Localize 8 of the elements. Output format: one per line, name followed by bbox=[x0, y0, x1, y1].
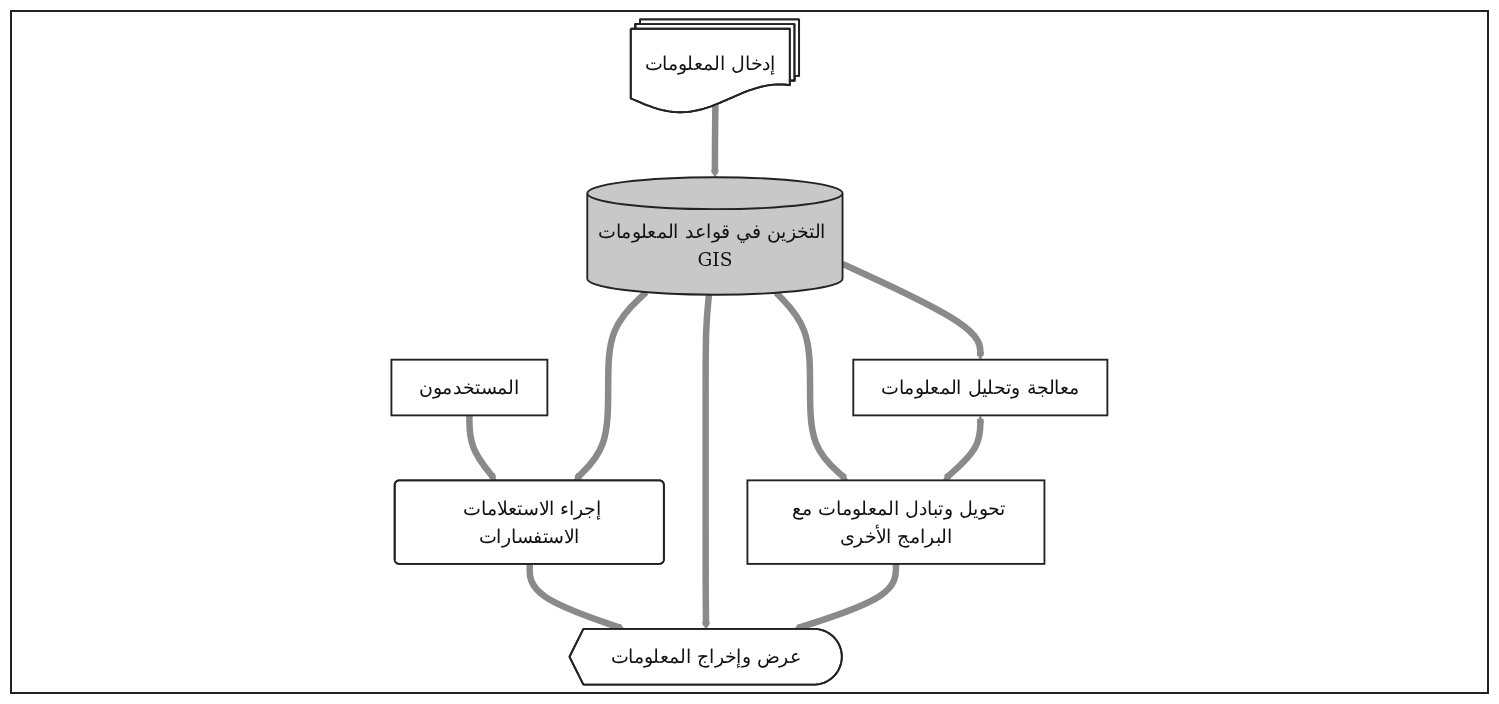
arrow bbox=[710, 105, 720, 178]
arrow bbox=[466, 415, 497, 482]
arrow bbox=[943, 415, 985, 481]
arrow bbox=[773, 290, 849, 481]
node-box: المستخدمون bbox=[390, 358, 549, 417]
node-box: تحويل وتبادل المعلومات مع البرامج الأخرى bbox=[746, 479, 1046, 565]
node-box: معالجة وتحليل المعلومات bbox=[852, 358, 1109, 417]
arrow bbox=[841, 260, 985, 361]
